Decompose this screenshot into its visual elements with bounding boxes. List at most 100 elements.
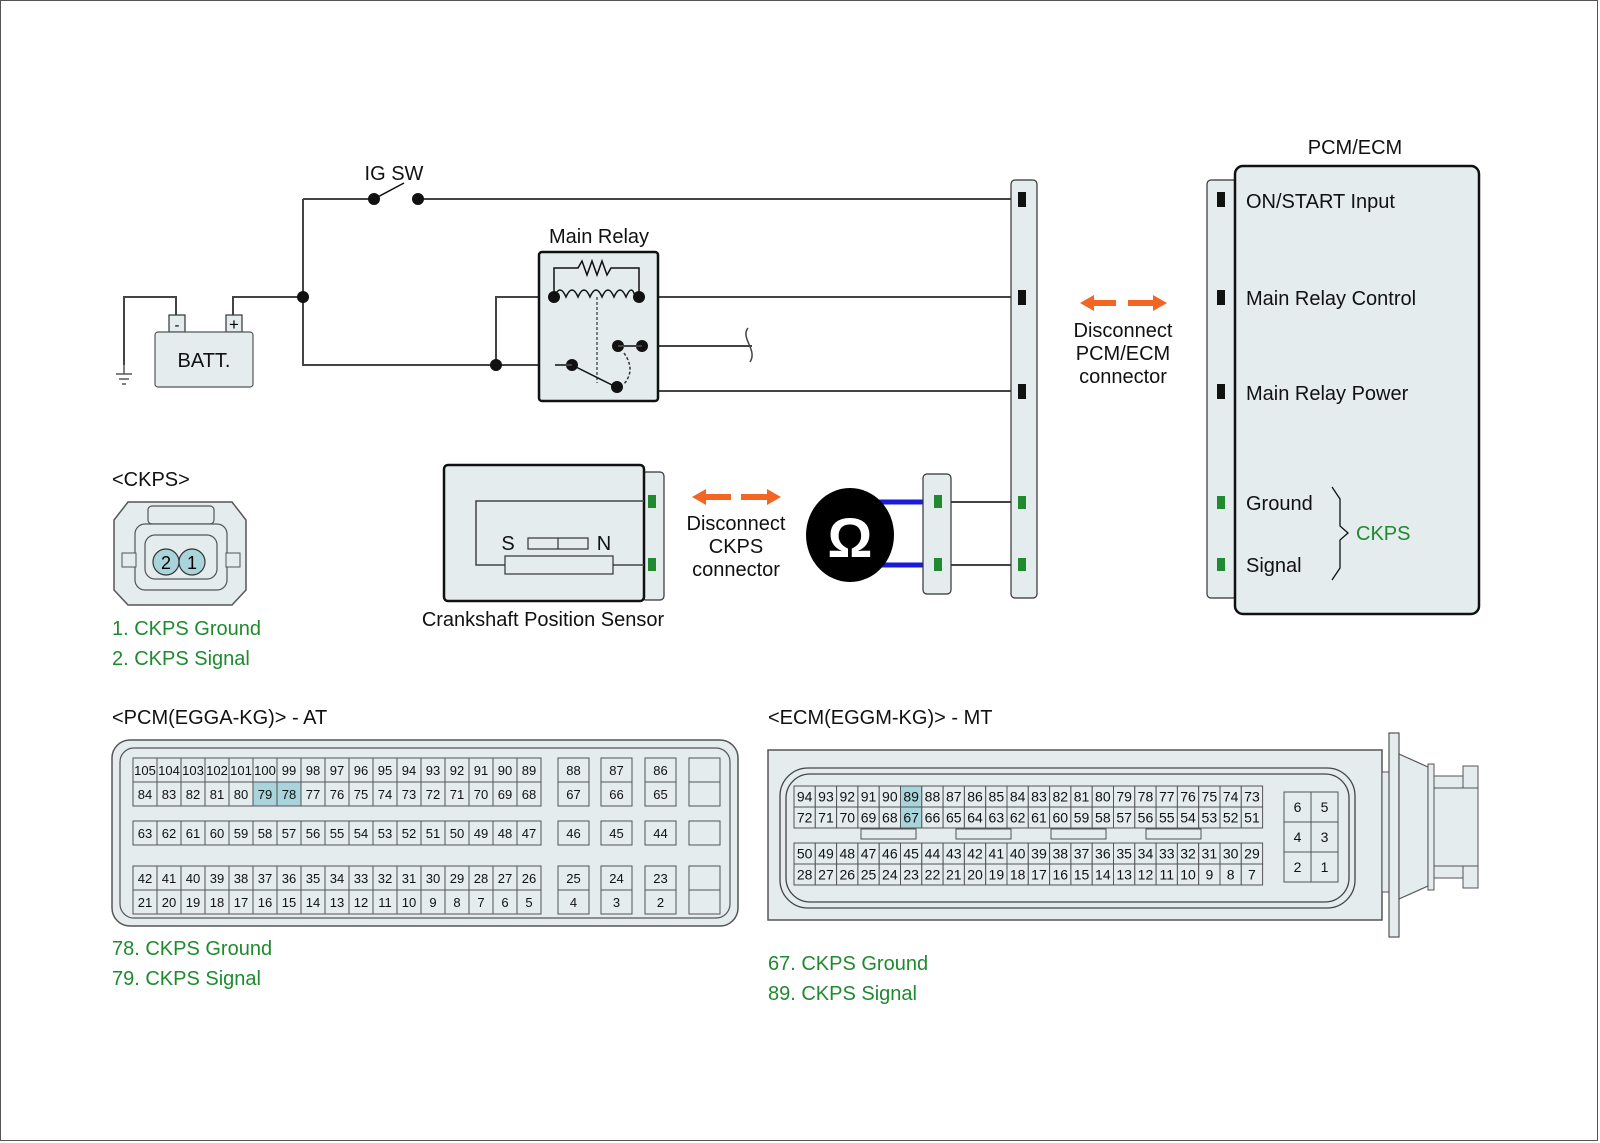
ecm-connector-title: <ECM(EGGM-KG)> - MT: [768, 707, 992, 729]
connector-pin-cell: [132, 781, 158, 807]
pcm-pin-16: 16: [258, 895, 272, 910]
connector-pin-cell: [492, 757, 518, 783]
ecm-pin-17: 17: [1031, 867, 1047, 883]
ig-switch-label: IG SW: [365, 163, 424, 185]
ecm-pin-73: 73: [1244, 789, 1260, 805]
pcm-pin-90: 90: [498, 763, 512, 778]
ecm-pin-11: 11: [1159, 867, 1174, 883]
pcm-pin-95: 95: [378, 763, 392, 778]
pcm-pin-65: 65: [653, 787, 667, 802]
pcm-pin-76: 76: [330, 787, 344, 802]
connector-pin-cell: [1240, 863, 1264, 886]
connector-pin-cell: [156, 820, 182, 846]
connector-pin-cell: [644, 820, 677, 846]
wire-battery-ground: [123, 296, 177, 365]
pcm-pin-54: 54: [354, 826, 368, 841]
ecm-pin-82: 82: [1052, 789, 1068, 805]
ecm-pin-89: 89: [903, 789, 919, 805]
connector-pin-cell: [420, 820, 446, 846]
ecm-pin-94: 94: [797, 789, 813, 805]
pcm-pin-32: 32: [378, 871, 392, 886]
pcm-legend-1: 78. CKPS Ground: [112, 938, 272, 960]
connector-pin-cell: [276, 781, 302, 807]
ecm-pin-18: 18: [1010, 867, 1026, 883]
pcm-pin-89: 89: [522, 763, 536, 778]
ecm-pin-48: 48: [839, 846, 855, 862]
ecm-pin-79: 79: [1116, 789, 1132, 805]
ecm-pin-59: 59: [1074, 810, 1090, 826]
pcm-ecm-module: PCM/ECM ON/START Input Main Relay Contro…: [1206, 137, 1481, 616]
ecm-pin-71: 71: [818, 810, 834, 826]
connector-pin-cell: [348, 889, 374, 915]
ecm-pin-70: 70: [839, 810, 855, 826]
pcm-pin-105: 105: [134, 763, 156, 778]
wire-relay-power: [643, 346, 1022, 392]
connector-pin-cell: [396, 865, 422, 891]
connector-pin-cell: [468, 820, 494, 846]
ckps-legend-1: 1. CKPS Ground: [112, 618, 261, 640]
pcm-pin-71: 71: [450, 787, 464, 802]
ecm-pin-87: 87: [946, 789, 962, 805]
module-pin-signal: Signal: [1246, 555, 1302, 577]
pcm-pin-20: 20: [162, 895, 176, 910]
ecm-pin-24: 24: [882, 867, 898, 883]
pcm-pin-51: 51: [426, 826, 440, 841]
sensor-n-pole: N: [597, 533, 611, 555]
wire-battery-positive: [232, 296, 303, 315]
battery-negative-label: -: [175, 317, 180, 334]
disconnect-pcm-arrows: [1080, 295, 1167, 311]
connector-pin-cell: [688, 865, 721, 891]
crankshaft-position-sensor: S N Crankshaft Position Sensor: [422, 463, 665, 631]
connector-pin-cell: [516, 865, 542, 891]
pcm-pin-21: 21: [138, 895, 152, 910]
pcm-pin-26: 26: [522, 871, 536, 886]
pcm-pin-19: 19: [186, 895, 200, 910]
pcm-pin-35: 35: [306, 871, 320, 886]
connector-pin-cell: [444, 781, 470, 807]
pcm-pin-57: 57: [282, 826, 296, 841]
connector-pin-cell: [444, 757, 470, 783]
connector-pin-cell: [1240, 806, 1264, 829]
ecm-pin-93: 93: [818, 789, 834, 805]
ecm-pin-74: 74: [1223, 789, 1239, 805]
brace-icon: [1331, 486, 1349, 581]
connector-pin-cell: [348, 865, 374, 891]
ohmmeter: Ω: [806, 488, 938, 582]
ecm-pin-64: 64: [967, 810, 983, 826]
ecm-pin-27: 27: [818, 867, 834, 883]
ecm-pin-19: 19: [989, 867, 1005, 883]
pcm-pin-87: 87: [609, 763, 623, 778]
pcm-pin-15: 15: [282, 895, 296, 910]
pcm-pin-13: 13: [330, 895, 344, 910]
connector-pin-cell: [492, 820, 518, 846]
pcm-pin-62: 62: [162, 826, 176, 841]
ckps-harness-connector[interactable]: [922, 473, 952, 595]
connector-pin-cell: [516, 820, 542, 846]
connector-pin-cell: [132, 820, 158, 846]
ground-icon: [116, 365, 132, 385]
ecm-pin-15: 15: [1074, 867, 1090, 883]
ecm-pin-33: 33: [1159, 846, 1175, 862]
pcm-pin-59: 59: [234, 826, 248, 841]
connector-pin-cell: [688, 757, 721, 783]
pcm-pin-101: 101: [230, 763, 252, 778]
pcm-pin-81: 81: [210, 787, 224, 802]
wire-break-icon: [745, 327, 753, 363]
pcm-pin-27: 27: [498, 871, 512, 886]
pcm-harness-connector[interactable]: [1010, 179, 1038, 599]
ecm-pin-6: 6: [1294, 799, 1302, 815]
disconnect-ckps-arrows: [692, 489, 781, 505]
ecm-pin-38: 38: [1052, 846, 1068, 862]
ecm-pin-25: 25: [861, 867, 877, 883]
ecm-pin-8: 8: [1227, 867, 1235, 883]
connector-pin-cell: [276, 757, 302, 783]
connector-pin-cell: [300, 889, 326, 915]
pcm-pin-5: 5: [525, 895, 532, 910]
disconnect-pcm-line1: Disconnect: [1074, 320, 1173, 342]
connector-pin-cell: [444, 820, 470, 846]
pcm-pin-70: 70: [474, 787, 488, 802]
sensor-s-pole: S: [501, 533, 514, 555]
connector-pin-cell: [348, 820, 374, 846]
connector-pin-cell: [372, 889, 398, 915]
